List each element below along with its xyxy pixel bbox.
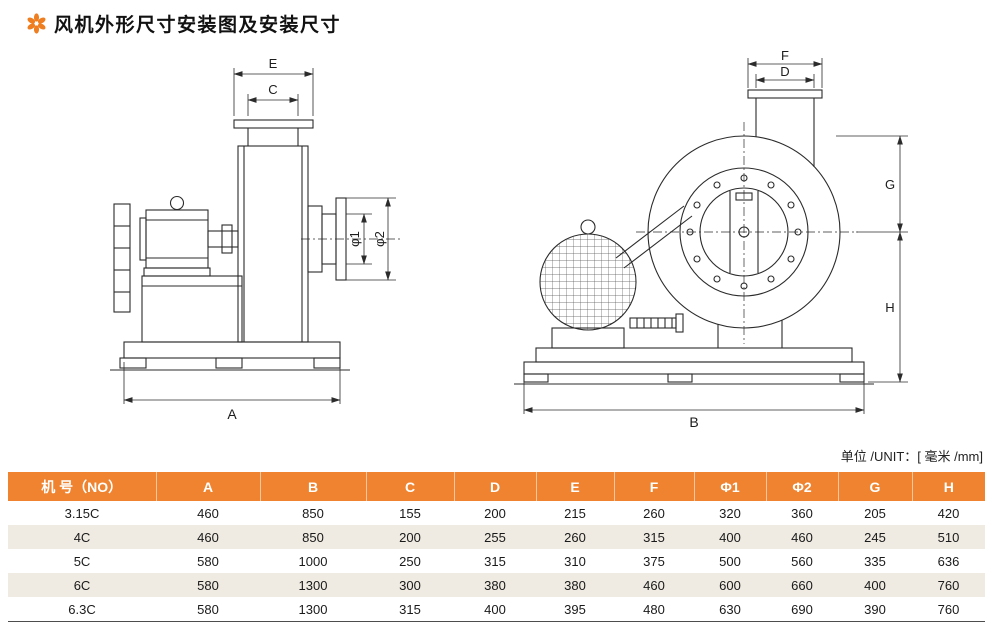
dimension-value-cell: 636	[937, 553, 960, 569]
front-view-dimension-lines	[523, 58, 908, 414]
dimension-value-cell: 200	[484, 505, 506, 521]
dimension-value-cell: 300	[366, 573, 454, 597]
dimension-value-cell: 580	[197, 601, 219, 617]
dimension-value-cell: 260	[536, 525, 614, 549]
side-view-outline	[110, 119, 350, 371]
dimension-value-cell: 660	[766, 573, 838, 597]
dim-label-e: E	[269, 56, 278, 71]
fan-side-view-diagram: E C A φ1 φ2	[110, 56, 400, 422]
dimension-value-cell: 1000	[298, 553, 328, 569]
dimension-value-cell: 1300	[260, 573, 366, 597]
dimension-value-cell: 380	[454, 573, 536, 597]
dimension-value-cell: 580	[197, 553, 219, 569]
dimension-value-cell: 245	[838, 525, 912, 549]
dimension-value-cell: 155	[399, 505, 421, 521]
dimension-value-cell: 390	[864, 601, 886, 617]
header-cell-A: A	[156, 472, 261, 501]
dimension-value-cell: 400	[484, 601, 506, 617]
page-title: 风机外形尺寸安装图及安装尺寸	[54, 15, 342, 36]
dimension-value-cell: 250	[399, 553, 421, 569]
dimension-value-cell: 320	[719, 505, 741, 521]
header-cell-G: G	[838, 472, 913, 501]
page-header: 风机外形尺寸安装图及安装尺寸	[26, 10, 341, 37]
model-no-cell: 5C	[73, 553, 91, 569]
dimension-value-cell: 1300	[298, 601, 328, 617]
dimension-value-cell: 760	[912, 573, 985, 597]
dim-label-b: B	[689, 414, 698, 430]
model-no-cell: 6.3C	[68, 601, 96, 617]
front-view-centerlines	[636, 122, 858, 344]
dimension-value-cell: 260	[643, 505, 665, 521]
dimension-value-cell: 460	[766, 525, 838, 549]
dim-label-a: A	[227, 406, 237, 422]
dimension-value-cell: 850	[302, 505, 324, 521]
side-view-dimension-lines	[123, 68, 396, 404]
dimension-value-cell: 630	[719, 601, 741, 617]
dimension-value-cell: 310	[564, 553, 586, 569]
header-cell-Φ2: Φ2	[766, 472, 839, 501]
dim-label-d: D	[780, 64, 789, 79]
model-no-cell: 6C	[8, 573, 156, 597]
table-row: 6.3C 580 1300 315 400 395 480 630 690 390 760	[8, 597, 985, 622]
dimension-value-cell: 420	[937, 505, 960, 521]
dimension-value-cell: 255	[454, 525, 536, 549]
dim-label-g: G	[885, 177, 895, 192]
dimension-value-cell: 560	[791, 553, 813, 569]
side-view-dimension-labels: E C A φ1 φ2	[227, 56, 387, 422]
header-cell-D: D	[454, 472, 537, 501]
model-no-cell: 4C	[8, 525, 156, 549]
dimension-value-cell: 205	[864, 505, 886, 521]
dimension-value-cell: 480	[643, 601, 665, 617]
dimension-value-cell: 315	[614, 525, 694, 549]
dimension-value-cell: 395	[564, 601, 586, 617]
dimension-value-cell: 380	[536, 573, 614, 597]
dim-label-phi2: φ2	[372, 231, 387, 247]
header-cell-E: E	[536, 472, 615, 501]
dim-label-c: C	[268, 82, 277, 97]
header-cell-model-no: 机 号（NO）	[8, 472, 157, 501]
dimension-value-cell: 400	[694, 525, 766, 549]
header-cell-F: F	[614, 472, 695, 501]
dimension-value-cell: 215	[564, 505, 586, 521]
header-cell-Φ1: Φ1	[694, 472, 767, 501]
table-row: 3.15C 460 850 155 200 215 260 320 360 205 420	[8, 501, 985, 525]
dimension-value-cell: 400	[838, 573, 912, 597]
dimension-value-cell: 460	[156, 525, 260, 549]
fan-logo-icon	[27, 13, 46, 34]
front-view-outline	[514, 89, 874, 385]
dimension-value-cell: 580	[156, 573, 260, 597]
dimension-value-cell: 360	[791, 505, 813, 521]
dimension-value-cell: 460	[197, 505, 219, 521]
dimension-value-cell: 600	[694, 573, 766, 597]
dimension-value-cell: 690	[791, 601, 813, 617]
header-cell-B: B	[260, 472, 367, 501]
fan-front-view-diagram: F D G H B	[514, 50, 908, 430]
dimension-value-cell: 200	[366, 525, 454, 549]
dimension-value-cell: 315	[484, 553, 506, 569]
dimension-value-cell: 850	[260, 525, 366, 549]
dim-label-phi1: φ1	[347, 231, 362, 247]
dimension-value-cell: 315	[399, 601, 421, 617]
dim-label-f: F	[781, 50, 789, 63]
table-row: 5C 580 1000 250 315 310 375 500 560 335 636	[8, 549, 985, 573]
model-no-cell: 3.15C	[64, 505, 100, 521]
dim-label-h: H	[885, 300, 894, 315]
unit-note: 单位 /UNIT：[ 毫米 /mm]	[840, 449, 983, 464]
dimension-value-cell: 510	[912, 525, 985, 549]
dimension-value-cell: 335	[864, 553, 886, 569]
dimension-value-cell: 460	[614, 573, 694, 597]
header-cell-H: H	[912, 472, 985, 501]
front-view-dimension-labels: F D G H B	[689, 50, 895, 430]
dimension-value-cell: 760	[937, 601, 960, 617]
header-cell-C: C	[366, 472, 455, 501]
dimension-value-cell: 375	[643, 553, 665, 569]
dimension-value-cell: 500	[719, 553, 741, 569]
